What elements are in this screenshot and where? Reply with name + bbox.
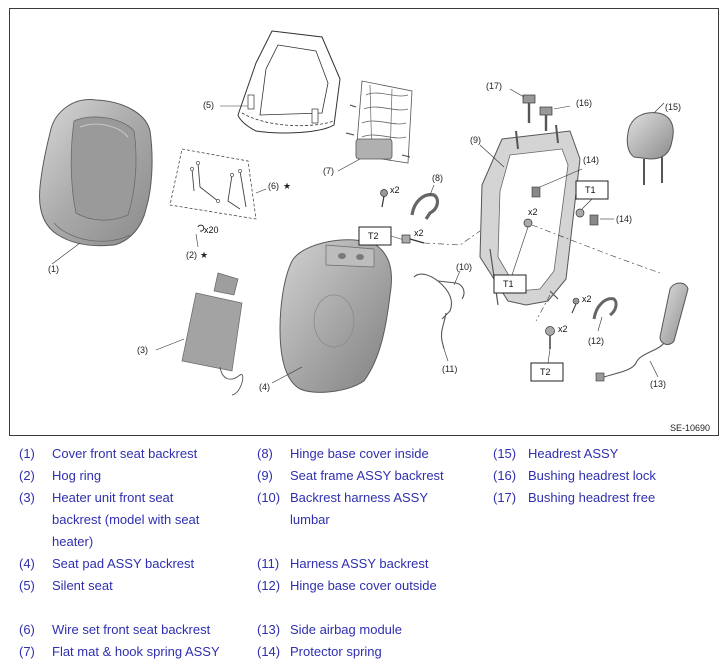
legend-item-text: Heater unit front seat	[52, 490, 174, 505]
qty-x2-b: x2	[414, 228, 424, 238]
legend-item-text: Silent seat	[52, 578, 113, 593]
callout-15: (15)	[665, 102, 681, 112]
legend-item-text: heater)	[52, 534, 94, 549]
headrest-assy	[626, 112, 674, 185]
figure-reference: SE-10690	[670, 423, 710, 433]
diagram-canvas: (1) (5) (6) ★ x20 (2) ★ (3)	[39, 30, 710, 433]
bushing-headrest-free	[522, 94, 536, 123]
torque-t2-lower: T2	[540, 367, 551, 377]
legend-item-text: Protector spring	[290, 644, 382, 659]
wire-set-front-seat-backrest	[169, 148, 257, 220]
legend-item-text: Backrest harness ASSY	[290, 490, 429, 505]
harness-assy-backrest	[440, 312, 447, 350]
legend-item-number: (3)	[19, 490, 35, 505]
callout-6: (6)	[268, 181, 279, 191]
legend-item-text: Seat pad ASSY backrest	[52, 556, 195, 571]
qty-x2-a: x2	[390, 185, 400, 195]
legend-item-number: (7)	[19, 644, 35, 659]
legend-item-text: Wire set front seat backrest	[52, 622, 211, 637]
torque-box-t2-lower	[530, 362, 564, 382]
torque-t1-upper: T1	[585, 185, 596, 195]
callout-7: (7)	[323, 166, 334, 176]
legend-item-text: Seat frame ASSY backrest	[290, 468, 444, 483]
callout-16: (16)	[576, 98, 592, 108]
protector-spring-lower	[589, 214, 599, 226]
torque-box-t1-lower	[493, 274, 527, 294]
legend-item-number: (8)	[257, 446, 273, 461]
callout-6-star: ★	[283, 181, 291, 191]
heater-unit-front-seat-backrest	[181, 272, 244, 396]
hinge-base-cover-inside	[410, 193, 440, 220]
bushing-headrest-lock	[539, 106, 553, 131]
callout-14-lower: (14)	[616, 214, 632, 224]
legend-item-number: (17)	[493, 490, 517, 505]
bolt-hinge-cover-outside	[571, 297, 580, 314]
legend-item-text: Hog ring	[52, 468, 102, 483]
legend-item-number: (1)	[19, 446, 35, 461]
nut-t1-lower	[523, 218, 533, 228]
torque-t1-lower: T1	[503, 279, 514, 289]
legend-item-number: (13)	[257, 622, 281, 637]
qty-x20: x20	[204, 225, 219, 235]
legend-item-text: backrest (model with seat	[52, 512, 200, 527]
legend-item-number: (9)	[257, 468, 273, 483]
legend-item-number: (14)	[257, 644, 281, 659]
callout-5: (5)	[203, 100, 214, 110]
legend-item-number: (6)	[19, 622, 35, 637]
legend-item-number: (12)	[257, 578, 281, 593]
callout-2-star: ★	[200, 250, 208, 260]
legend-item-text: Bushing headrest free	[528, 490, 656, 505]
parts-legend: (1) Cover front seat backrest (2) Hog ring (…	[0, 443, 727, 668]
callout-9: (9)	[470, 135, 481, 145]
exploded-parts-diagram: (1) (5) (6) ★ x20 (2) ★ (3)	[9, 8, 719, 436]
bolt-hinge-cover	[380, 189, 388, 208]
silent-seat	[237, 30, 341, 134]
cover-front-seat-backrest	[39, 99, 153, 247]
legend-item-text: Headrest ASSY	[528, 446, 619, 461]
legend-item-text: Harness ASSY backrest	[290, 556, 429, 571]
legend-item-text: lumbar	[290, 512, 330, 527]
legend-item-text: Bushing headrest lock	[528, 468, 656, 483]
callout-17: (17)	[486, 81, 502, 91]
hog-ring	[197, 224, 205, 232]
legend-item-text: Flat mat & hook spring ASSY	[52, 644, 220, 659]
backrest-harness-assy-lumbar	[413, 273, 465, 320]
legend-item-number: (2)	[19, 468, 35, 483]
callout-1: (1)	[48, 264, 59, 274]
callout-10: (10)	[456, 262, 472, 272]
qty-x2-e: x2	[558, 324, 568, 334]
callout-4: (4)	[259, 382, 270, 392]
callout-11: (11)	[442, 364, 457, 374]
bolt-t2-lower	[545, 326, 555, 349]
torque-t2-left: T2	[368, 231, 379, 241]
callout-2: (2)	[186, 250, 197, 260]
seat-pad-assy-backrest	[279, 239, 392, 393]
legend-item-text: Cover front seat backrest	[52, 446, 198, 461]
qty-x2-c: x2	[528, 207, 538, 217]
legend-item-number: (10)	[257, 490, 281, 505]
callout-13: (13)	[650, 379, 666, 389]
qty-x2-d: x2	[582, 294, 592, 304]
legend-item-text: Hinge base cover inside	[290, 446, 429, 461]
callout-14-upper: (14)	[583, 155, 599, 165]
protector-spring-upper	[531, 186, 541, 198]
legend-item-number: (16)	[493, 468, 517, 483]
legend-item-number: (4)	[19, 556, 35, 571]
legend-item-number: (15)	[493, 446, 517, 461]
bolt-t2-left	[401, 234, 425, 244]
side-airbag-module	[595, 282, 689, 382]
legend-item-number: (11)	[257, 556, 280, 571]
nut-t1-upper	[575, 208, 585, 218]
legend-item-text: Hinge base cover outside	[290, 578, 437, 593]
flat-mat-hook-spring-assy	[345, 80, 413, 164]
callout-3: (3)	[137, 345, 148, 355]
hinge-base-cover-outside	[592, 297, 618, 320]
legend-item-text: Side airbag module	[290, 622, 403, 637]
legend-item-number: (5)	[19, 578, 35, 593]
seat-frame-assy-backrest	[479, 124, 581, 306]
callout-8: (8)	[432, 173, 443, 183]
callout-12: (12)	[588, 336, 604, 346]
